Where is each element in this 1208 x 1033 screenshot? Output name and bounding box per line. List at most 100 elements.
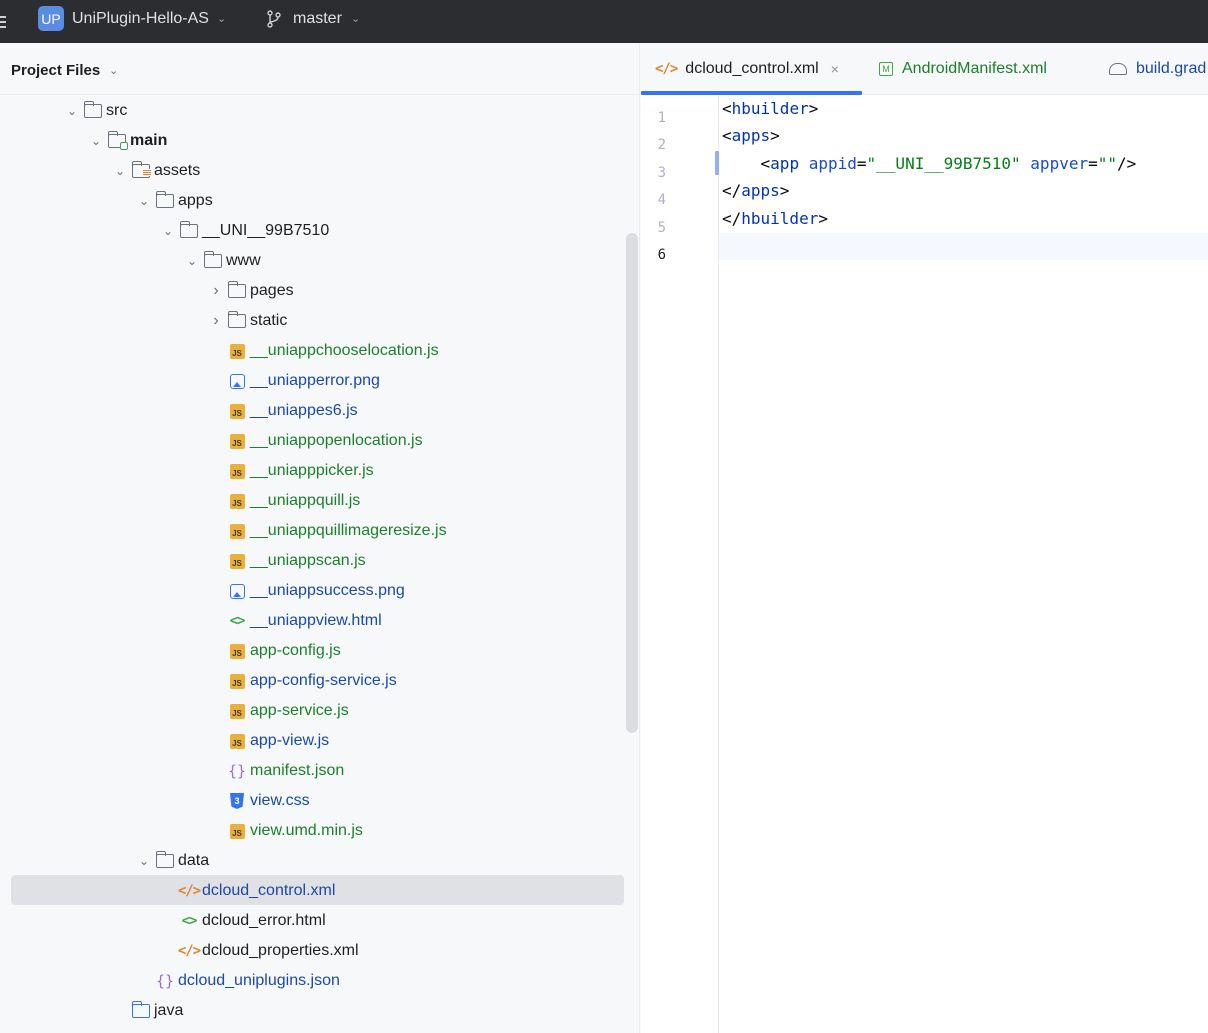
- source-root-folder-icon: [106, 131, 128, 151]
- tree-scrollbar[interactable]: [626, 233, 638, 733]
- tree-folder-row[interactable]: › pages: [206, 276, 294, 306]
- project-panel-title[interactable]: Project Files: [11, 62, 101, 79]
- tree-file-row[interactable]: JS__uniappopenlocation.js: [206, 426, 423, 456]
- javascript-file-icon: JS: [226, 401, 248, 421]
- tag-bracket: >: [779, 181, 790, 200]
- javascript-file-icon-glyph: JS: [229, 493, 245, 509]
- xml-icon: </>: [655, 61, 678, 77]
- tree-file-row[interactable]: JS__uniappscan.js: [206, 546, 366, 576]
- tab-dcloud-control-xml[interactable]: </> dcloud_control.xml ×: [655, 43, 839, 95]
- tag-name: apps: [731, 126, 771, 145]
- attribute-name: appver: [1030, 154, 1089, 173]
- tree-folder-row[interactable]: java: [110, 996, 183, 1026]
- expand-arrow-down-icon[interactable]: ⌄: [138, 194, 150, 208]
- image-file-icon-glyph: [229, 583, 245, 599]
- expand-arrow-down-icon[interactable]: ⌄: [90, 134, 102, 148]
- code-line[interactable]: </hbuilder>: [722, 209, 828, 228]
- folder-icon-glyph: [155, 851, 174, 868]
- code-line[interactable]: <apps>: [722, 126, 780, 145]
- tab-label: build.grad: [1136, 60, 1207, 77]
- json-file-icon-glyph: {}: [155, 972, 175, 990]
- tree-file-row[interactable]: <>dcloud_error.html: [158, 906, 326, 936]
- code-line[interactable]: <app appid="__UNI__99B7510" appver=""/>: [722, 154, 1137, 173]
- tree-file-row[interactable]: JS__uniappquillimageresize.js: [206, 516, 447, 546]
- javascript-file-icon: JS: [226, 641, 248, 661]
- expand-arrow-right-icon[interactable]: ›: [213, 282, 219, 299]
- tree-file-row[interactable]: JS__uniapppicker.js: [206, 456, 374, 486]
- source-root-folder-icon-glyph: [107, 131, 128, 150]
- vcs-change-marker[interactable]: [715, 151, 719, 175]
- branch-chevron-down-icon[interactable]: ⌄: [351, 13, 361, 25]
- tab-label: AndroidManifest.xml: [902, 60, 1047, 77]
- tree-item-label: app-config.js: [250, 642, 341, 659]
- project-badge-icon[interactable]: UP: [38, 6, 64, 31]
- expand-arrow-down-icon[interactable]: ⌄: [162, 224, 174, 238]
- tree-file-row[interactable]: </>dcloud_properties.xml: [158, 936, 359, 966]
- tree-folder-row[interactable]: ⌄ apps: [134, 186, 213, 216]
- equals: =: [856, 154, 867, 173]
- tree-folder-row[interactable]: ⌄__UNI__99B7510: [158, 216, 329, 246]
- tree-item-label: apps: [178, 192, 213, 209]
- tree-file-row[interactable]: JS__uniappquill.js: [206, 486, 360, 516]
- tree-file-row[interactable]: {}dcloud_uniplugins.json: [134, 966, 340, 996]
- javascript-file-icon-glyph: JS: [229, 463, 245, 479]
- tree-folder-row[interactable]: ⌄ www: [182, 246, 261, 276]
- tag-bracket: <: [722, 126, 732, 145]
- tree-item-label: java: [154, 1002, 184, 1019]
- tree-folder-row[interactable]: ⌄ src: [62, 96, 127, 126]
- expand-arrow-down-icon[interactable]: ⌄: [186, 254, 198, 268]
- project-name[interactable]: UniPlugin-Hello-AS: [72, 10, 209, 27]
- java-folder-icon: [130, 1001, 152, 1021]
- expand-arrow-down-icon[interactable]: ⌄: [66, 104, 78, 118]
- javascript-file-icon-glyph: JS: [229, 703, 245, 719]
- close-icon[interactable]: ×: [830, 61, 839, 77]
- tab-build-gradle[interactable]: build.grad: [1109, 43, 1206, 95]
- expand-arrow-down-icon[interactable]: ⌄: [114, 164, 126, 178]
- tree-item-label: manifest.json: [250, 762, 345, 779]
- tag-bracket: />: [1117, 154, 1137, 173]
- code-line[interactable]: <hbuilder>: [722, 99, 818, 118]
- tree-file-row[interactable]: </>dcloud_control.xml: [158, 876, 336, 906]
- javascript-file-icon: JS: [226, 341, 248, 361]
- tree-item-label: www: [226, 252, 261, 269]
- attribute-value: "__UNI__99B7510": [866, 154, 1021, 173]
- tag-name: hbuilder: [731, 99, 809, 118]
- xml-file-icon-glyph: </>: [177, 943, 201, 959]
- tree-file-row[interactable]: JS__uniappes6.js: [206, 396, 358, 426]
- tree-file-row[interactable]: <>__uniappview.html: [206, 606, 382, 636]
- tree-file-row[interactable]: {}manifest.json: [206, 756, 344, 786]
- folder-icon-glyph: [227, 311, 246, 328]
- javascript-file-icon-glyph: JS: [229, 403, 245, 419]
- main-menu-icon[interactable]: [0, 0, 12, 43]
- tag-name: app: [770, 154, 800, 173]
- tree-folder-row[interactable]: ⌄main: [86, 126, 167, 156]
- title-bar: UP UniPlugin-Hello-AS ⌄ master ⌄: [0, 0, 1208, 43]
- tree-item-label: dcloud_control.xml: [202, 882, 336, 899]
- tree-item-label: app-service.js: [250, 702, 349, 719]
- branch-name[interactable]: master: [293, 10, 342, 27]
- expand-arrow-right-icon[interactable]: ›: [213, 312, 219, 329]
- tag-bracket: <: [760, 154, 771, 173]
- panel-view-chevron-down-icon[interactable]: ⌄: [109, 65, 119, 77]
- tree-folder-row[interactable]: ⌄data: [134, 846, 209, 876]
- tree-folder-row[interactable]: ›static: [206, 306, 287, 336]
- tree-folder-row[interactable]: ⌄assets: [110, 156, 200, 186]
- project-chevron-down-icon[interactable]: ⌄: [217, 13, 227, 25]
- code-line[interactable]: </apps>: [722, 181, 789, 200]
- git-branch-icon[interactable]: [266, 10, 282, 28]
- tree-file-row[interactable]: __uniappsuccess.png: [206, 576, 405, 606]
- tree-item-label: pages: [250, 282, 294, 299]
- tree-file-row[interactable]: JS__uniappchooselocation.js: [206, 336, 439, 366]
- tree-file-row[interactable]: __uniapperror.png: [206, 366, 380, 396]
- expand-arrow-down-icon[interactable]: ⌄: [138, 854, 150, 868]
- tree-file-row[interactable]: JS app-service.js: [206, 696, 349, 726]
- tree-item-label: src: [106, 102, 128, 119]
- tree-item-label: view.umd.min.js: [250, 822, 363, 839]
- manifest-icon: M: [879, 62, 893, 76]
- tab-android-manifest-xml[interactable]: M AndroidManifest.xml: [879, 43, 1047, 95]
